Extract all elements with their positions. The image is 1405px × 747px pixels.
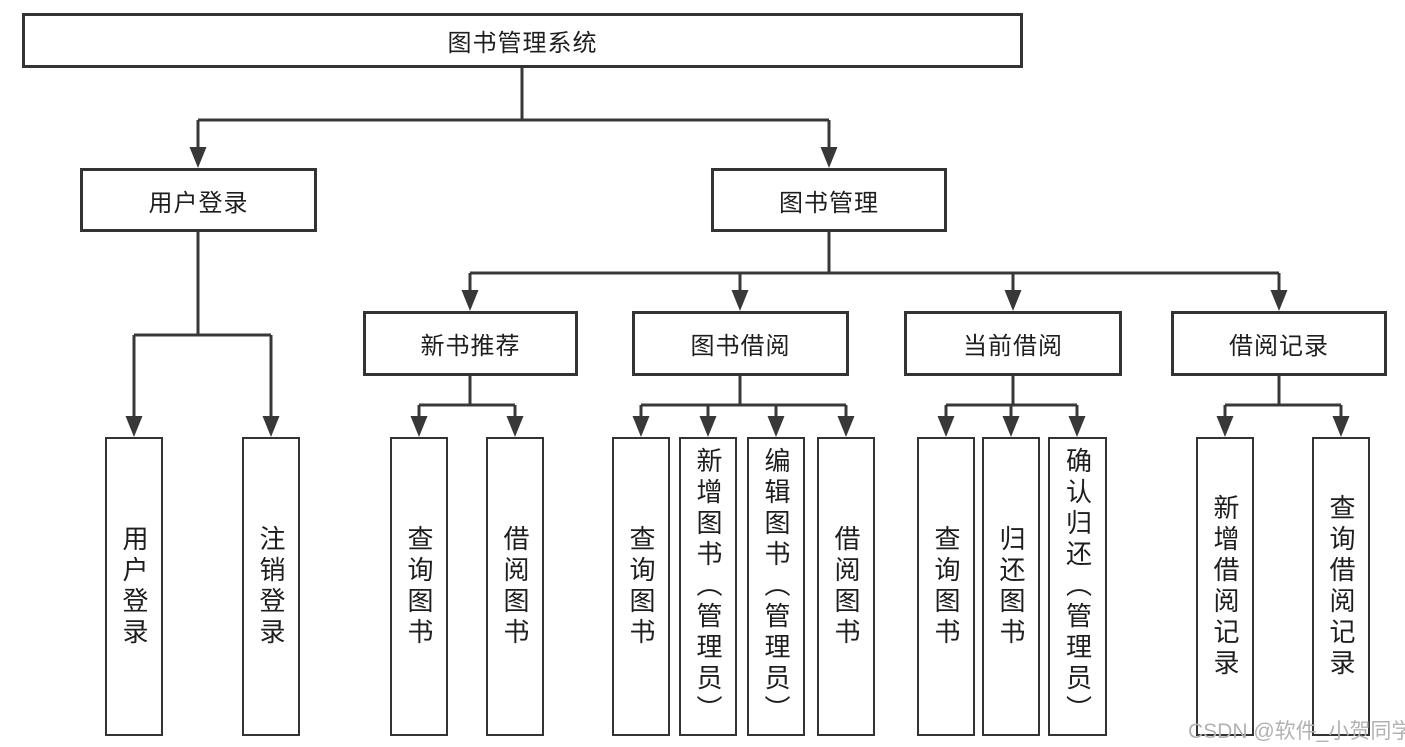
leaf-add-book-admin: 新增图书（管理员） [679,437,737,736]
leaf-query-books-recommend: 查询图书 [390,437,448,736]
node-current-borrow-label: 当前借阅 [963,333,1063,360]
node-new-book-recommend: 新书推荐 [363,311,578,376]
leaf-query-borrow-record: 查询借阅记录 [1312,437,1370,736]
leaf-add-book-admin-label: 新增图书（管理员） [693,447,723,726]
leaf-user-login: 用户登录 [105,437,163,736]
leaf-borrow-books-recommend-label: 借阅图书 [500,524,530,649]
leaf-edit-book-admin-label: 编辑图书（管理员） [761,447,791,726]
leaf-confirm-return-admin-label: 确认归还（管理员） [1062,447,1093,726]
leaf-add-borrow-record: 新增借阅记录 [1196,437,1254,736]
arrowheads [125,147,1350,437]
node-root-label: 图书管理系统 [447,30,598,57]
leaf-logout: 注销登录 [242,437,300,736]
node-book-management: 图书管理 [711,168,947,232]
leaf-borrow-books-recommend: 借阅图书 [486,437,544,736]
node-book-management-label: 图书管理 [779,189,879,217]
leaf-query-books-recommend-label: 查询图书 [404,524,434,649]
leaf-query-books-borrow-label: 查询图书 [626,524,656,649]
leaf-logout-label: 注销登录 [256,524,286,649]
node-root: 图书管理系统 [22,13,1023,68]
csdn-watermark: CSDN @软件_小贺同学 [1188,720,1405,743]
leaf-return-book: 归还图书 [982,437,1040,736]
node-user-login-label: 用户登录 [148,189,249,217]
connector-shafts [132,68,1343,419]
node-new-book-recommend-label: 新书推荐 [420,333,521,360]
leaf-return-book-label: 归还图书 [996,524,1026,649]
leaf-query-borrow-record-label: 查询借阅记录 [1326,493,1356,680]
leaf-query-books-current: 查询图书 [917,437,975,736]
leaf-user-login-label: 用户登录 [119,524,149,649]
leaf-query-books-current-label: 查询图书 [931,524,961,649]
leaf-edit-book-admin: 编辑图书（管理员） [747,437,805,736]
leaf-confirm-return-admin: 确认归还（管理员） [1048,437,1107,736]
node-book-borrow-label: 图书借阅 [690,333,791,360]
node-borrow-records-label: 借阅记录 [1229,333,1329,360]
leaf-add-borrow-record-label: 新增借阅记录 [1210,493,1240,680]
leaf-borrow-books: 借阅图书 [817,437,875,736]
node-borrow-records: 借阅记录 [1171,311,1387,376]
leaf-borrow-books-label: 借阅图书 [831,524,861,649]
node-book-borrow: 图书借阅 [632,311,849,376]
node-user-login: 用户登录 [80,168,317,232]
node-current-borrow: 当前借阅 [904,311,1122,376]
leaf-query-books-borrow: 查询图书 [612,437,670,736]
